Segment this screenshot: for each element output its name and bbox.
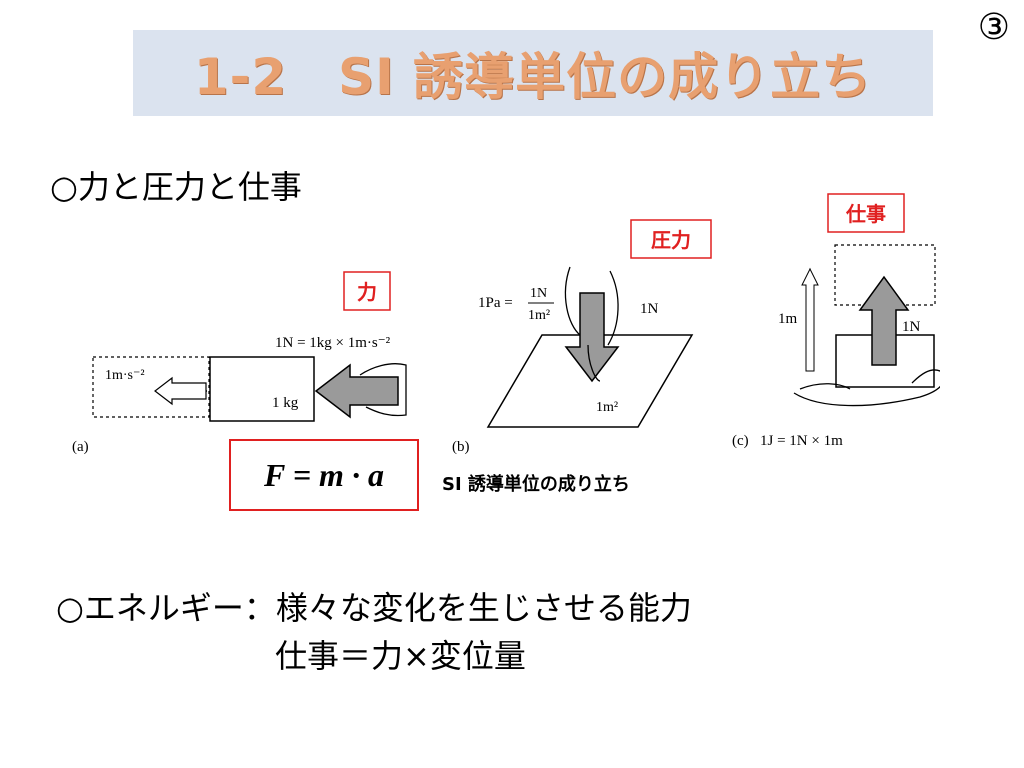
- page-number: ③: [977, 7, 1010, 48]
- pa-numerator: 1N: [530, 286, 547, 301]
- hand-b: [564, 266, 619, 382]
- mass-block: [209, 356, 315, 422]
- force-label-c: 1N: [902, 319, 921, 335]
- pa-lhs: 1Pa =: [478, 295, 513, 311]
- panel-c-work: 仕事 1m 1N (c) 1J = 1N × 1m: [732, 193, 940, 449]
- down-arrow: [564, 292, 620, 383]
- up-arrow: [858, 275, 910, 366]
- formula: F = m · a: [264, 456, 384, 493]
- si-units-figure: 力 1N = 1kg × 1m·s⁻² 1m·s⁻² 1 kg (a) 圧力 1…: [72, 193, 940, 455]
- pressure-plane: [486, 334, 694, 428]
- work-equation: 1J = 1N × 1m: [760, 433, 843, 449]
- caption-b: (b): [452, 439, 470, 455]
- panel-a-equation: 1N = 1kg × 1m·s⁻²: [275, 335, 391, 351]
- panel-b-pressure: 圧力 1Pa = 1N 1m² 1m² 1N (b): [452, 219, 712, 455]
- acceleration-label: 1m·s⁻²: [105, 368, 145, 383]
- label-work: 仕事: [845, 202, 886, 226]
- label-pressure-box: [630, 219, 712, 259]
- label-force: 力: [357, 280, 377, 304]
- hand-c: [793, 369, 940, 407]
- label-pressure: 圧力: [651, 228, 691, 252]
- formula-box: F = m · a: [229, 439, 419, 511]
- push-arrow: [314, 363, 399, 419]
- area-label: 1m²: [596, 400, 618, 415]
- caption-a: (a): [72, 439, 89, 455]
- label-force-box: [343, 271, 391, 311]
- heading-energy: ○エネルギー：様々な変化を生じさせる能力: [56, 589, 692, 627]
- pa-denominator: 1m²: [528, 308, 550, 323]
- acceleration-dashed-box: [92, 356, 210, 418]
- panel-a-force: 力 1N = 1kg × 1m·s⁻² 1m·s⁻² 1 kg (a): [72, 271, 407, 455]
- energy-formula: 仕事＝力×変位量: [275, 637, 526, 675]
- force-label-b: 1N: [640, 301, 659, 317]
- title-bar: 1-2 SI 誘導単位の成り立ち: [133, 30, 933, 116]
- caption-c: (c): [732, 433, 749, 449]
- distance-label: 1m: [778, 311, 798, 327]
- heading-forces: ○力と圧力と仕事: [50, 168, 302, 206]
- slide-title: 1-2 SI 誘導単位の成り立ち: [193, 48, 873, 106]
- hand-a: [359, 363, 407, 417]
- mass-label: 1 kg: [272, 395, 299, 411]
- figure-caption: SI 誘導単位の成り立ち: [442, 474, 630, 495]
- label-work-box: [827, 193, 905, 233]
